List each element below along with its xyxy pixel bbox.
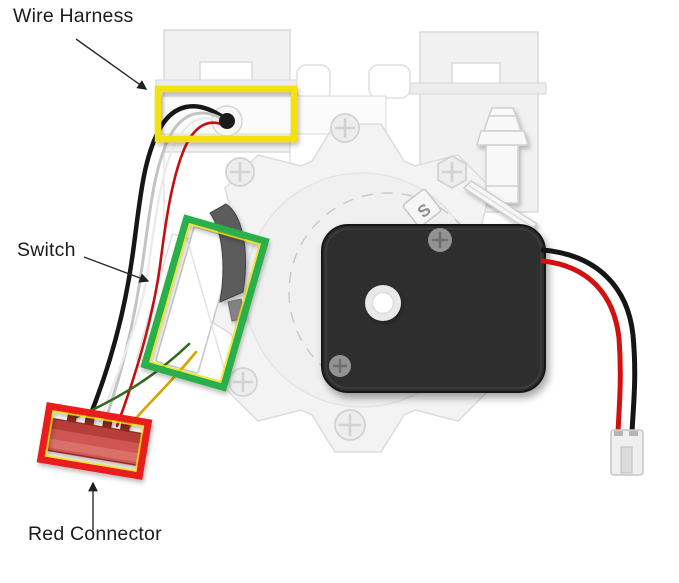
screw-icon bbox=[437, 154, 467, 190]
red-connector-lower-face bbox=[48, 438, 139, 463]
motor-cover bbox=[321, 224, 546, 393]
motor-shaft bbox=[365, 285, 401, 321]
red-connector-highlight-inner-line bbox=[44, 410, 145, 472]
motor-wires bbox=[540, 247, 644, 476]
wire-harness-bundle bbox=[70, 103, 243, 432]
red-connector-label: Red Connector bbox=[28, 523, 162, 545]
right-bracket-cap bbox=[409, 82, 547, 95]
grommet-hole bbox=[219, 113, 235, 129]
lever-rod bbox=[462, 180, 539, 232]
switch-highlight-box bbox=[140, 214, 270, 392]
callout-arrows bbox=[75, 38, 150, 530]
motor-assembly bbox=[321, 224, 546, 393]
white-connector-contact bbox=[629, 431, 638, 436]
white-connector-part bbox=[610, 429, 644, 476]
band-slot bbox=[368, 64, 411, 99]
right-bracket-slot bbox=[451, 62, 501, 85]
plate-screws bbox=[225, 113, 467, 441]
screw-icon bbox=[329, 355, 351, 377]
motor-cover-highlight bbox=[325, 228, 542, 389]
switch-label: Switch bbox=[17, 239, 76, 261]
screw-icon bbox=[225, 157, 255, 187]
screw-icon bbox=[428, 228, 452, 252]
highlight-rectangles bbox=[36, 85, 298, 480]
screw-icon bbox=[228, 367, 258, 397]
white-connector-contact bbox=[614, 431, 623, 436]
motor-wire-black bbox=[540, 247, 638, 436]
switch-arrow bbox=[83, 256, 150, 283]
harness-wire-black bbox=[85, 103, 227, 424]
screw-icon bbox=[330, 113, 360, 143]
switch-body-seam bbox=[185, 234, 225, 369]
red-connector-highlight-box bbox=[36, 402, 153, 480]
plate-marking-tag: S bbox=[402, 188, 442, 228]
wire-harness-label: Wire Harness bbox=[13, 5, 134, 27]
motor-wire-red bbox=[540, 258, 623, 436]
switch-body bbox=[155, 226, 237, 374]
switch-highlight-inner-line bbox=[149, 223, 261, 383]
wire-harness-arrow bbox=[75, 38, 148, 90]
nozzle bbox=[476, 107, 529, 204]
harness-wire-red bbox=[115, 121, 230, 428]
screw-icon bbox=[334, 409, 366, 441]
harness-wire-white bbox=[98, 116, 227, 424]
white-connector-slot bbox=[620, 446, 633, 474]
wire-harness-highlight-box bbox=[154, 85, 298, 143]
red-connector-top-edge bbox=[50, 419, 144, 444]
